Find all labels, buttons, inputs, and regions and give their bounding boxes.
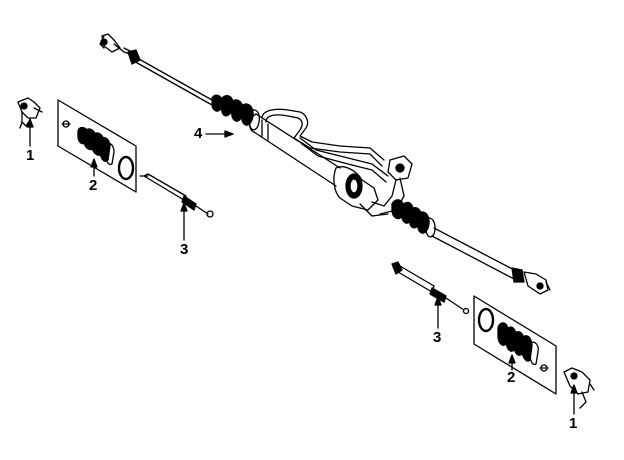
callout-3-left: 3 — [180, 241, 189, 258]
leader-lines — [27, 119, 577, 414]
assembly-right-bellows — [392, 200, 435, 237]
assembly-left-tie-rod-end — [100, 34, 132, 58]
left-boot-kit — [58, 100, 136, 192]
callout-2-left: 2 — [89, 177, 98, 194]
assembly-right-tie-rod-end — [524, 272, 550, 294]
assembly-hydraulic-lines — [262, 109, 388, 182]
callout-1-left: 1 — [26, 147, 35, 164]
assembly-right-tie-rod — [432, 228, 524, 282]
right-inner-tie-rod — [392, 262, 469, 314]
assembly-left-tie-rod — [128, 50, 212, 105]
callout-3-right: 3 — [433, 329, 442, 346]
callout-1-right: 1 — [569, 415, 578, 432]
rack-and-pinion-assembly — [100, 34, 550, 294]
assembly-housing — [250, 114, 412, 216]
callout-4: 4 — [194, 125, 203, 142]
left-inner-tie-rod — [140, 174, 213, 217]
callout-2-right: 2 — [507, 369, 516, 386]
left-tie-rod-end — [18, 98, 42, 128]
right-boot-kit — [474, 296, 556, 394]
assembly-left-bellows — [212, 95, 259, 130]
right-tie-rod-end — [564, 368, 594, 408]
